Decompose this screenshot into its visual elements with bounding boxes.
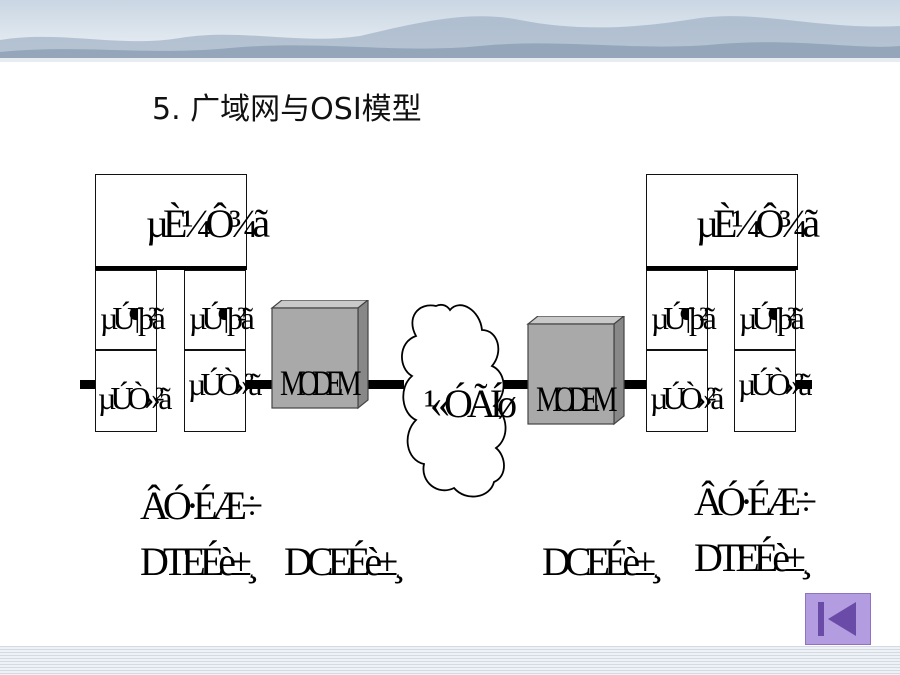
right-layer2-box-a — [646, 270, 708, 350]
left-layer1-label-a: µÚÒ»²ã — [98, 380, 172, 416]
left-layer1-label-b: µÚÒ»²ã — [188, 366, 262, 402]
right-layer2-box-b — [734, 270, 796, 350]
right-layer2-label-a: µÚ¶þ²ã — [651, 300, 717, 336]
link-cloud-modem-right — [500, 380, 530, 389]
right-layer1-box-a — [646, 350, 708, 432]
right-layer1-label-a: µÚÒ»²ã — [650, 380, 724, 416]
left-modem-cube — [270, 300, 369, 410]
link-left-edge — [80, 380, 96, 389]
right-top-layer-box — [646, 174, 798, 267]
left-top-layer-label: µÈ¼Ô¾ã — [146, 201, 270, 246]
public-network-label: ¹«ÓÃÍø — [424, 381, 517, 426]
right-device-label: ÂÓ·ÉÆ÷ — [694, 479, 817, 524]
left-modem-label: MODEM — [280, 363, 362, 403]
link-modem-router-right — [622, 380, 648, 389]
skip-back-icon — [818, 602, 856, 636]
back-to-start-button[interactable] — [805, 593, 871, 645]
mountain-banner-image — [0, 0, 900, 62]
footer-stripes — [0, 646, 900, 675]
left-device-label: ÂÓ·ÉÆ÷ — [140, 483, 263, 528]
left-layer2-label-a: µÚ¶þ²ã — [100, 300, 166, 336]
left-dte-caption: DTEÉè±¸ — [140, 539, 259, 584]
right-top-layer-label: µÈ¼Ô¾ã — [696, 201, 820, 246]
slide-title: 5. 广域网与OSI模型 — [152, 92, 422, 127]
link-modem-cloud-left — [366, 380, 404, 389]
left-layer2-box-a — [95, 270, 157, 350]
left-top-layer-box — [95, 174, 247, 267]
left-layer2-label-b: µÚ¶þ²ã — [189, 300, 255, 336]
left-dce-caption: DCEÉè±¸ — [284, 539, 405, 584]
right-layer-divider — [646, 266, 798, 270]
right-layer1-box-b — [734, 350, 796, 432]
link-router-modem-left — [246, 380, 272, 389]
left-layer2-box-b — [184, 270, 246, 350]
left-layer1-box-b — [184, 350, 246, 432]
link-right-edge — [796, 380, 812, 389]
public-network-cloud — [401, 303, 507, 498]
right-layer1-label-b: µÚÒ»²ã — [738, 366, 812, 402]
right-layer2-label-b: µÚ¶þ²ã — [739, 300, 805, 336]
right-modem-cube — [526, 316, 625, 426]
left-layer-divider — [95, 266, 247, 270]
right-dce-caption: DCEÉè±¸ — [542, 539, 663, 584]
right-dte-caption: DTEÉè±¸ — [694, 535, 813, 580]
right-modem-label: MODEM — [536, 379, 618, 419]
header-banner — [0, 0, 900, 62]
left-layer1-box-a — [95, 350, 157, 432]
